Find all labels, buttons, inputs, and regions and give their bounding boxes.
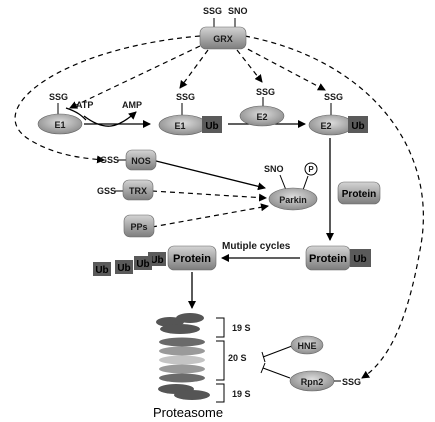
hne-label: HNE xyxy=(297,341,316,351)
ub-chain-4: Ub xyxy=(95,265,108,276)
polyub-protein-node: Protein Ub Ub Ub Ub xyxy=(93,245,217,276)
parkin-sno-label: SNO xyxy=(264,164,284,174)
e2ub-e2-label: E2 xyxy=(320,121,331,131)
protein-free-node: Protein xyxy=(337,181,381,205)
pps-to-parkin-arrow xyxy=(151,203,269,228)
grx-to-e1-arrow xyxy=(69,45,201,109)
proteasome-stack xyxy=(156,313,210,400)
e1-ub-node: SSG E1 Ub xyxy=(158,92,222,136)
e1ub-ub-label: Ub xyxy=(205,121,218,132)
amp-label: AMP xyxy=(122,100,142,110)
inhibition-lines xyxy=(260,345,293,379)
parkin-label: Parkin xyxy=(279,195,307,205)
hne-inhibits-20s xyxy=(262,345,293,358)
e1-node: SSG E1 xyxy=(37,92,83,135)
e2ub-ub-label: Ub xyxy=(351,121,364,132)
protein-free-label: Protein xyxy=(342,189,376,200)
atp-amp-arrow xyxy=(83,111,137,127)
label-19s-bottom: 19 S xyxy=(232,389,251,399)
polyub-protein-label: Protein xyxy=(173,253,211,265)
nos-to-parkin-arrow xyxy=(151,159,266,191)
protein-ub-node: Protein Ub xyxy=(305,245,371,271)
pps-label: PPs xyxy=(130,222,147,232)
proteasome-brackets xyxy=(216,317,225,403)
rpn2-node: Rpn2 SSG xyxy=(289,370,361,392)
e2-label: E2 xyxy=(256,112,267,122)
e1-ssg-label: SSG xyxy=(49,92,68,102)
grx-label: GRX xyxy=(213,34,233,44)
label-19s-top: 19 S xyxy=(232,323,251,333)
pps-node: PPs xyxy=(123,214,155,238)
phospho-label: P xyxy=(308,165,314,174)
parkin-node: SNO P Parkin xyxy=(264,162,318,211)
protein-ub-ub-label: Ub xyxy=(353,254,366,265)
trx-label: TRX xyxy=(129,186,147,196)
trx-gss-label: GSS xyxy=(97,186,116,196)
atp-curve xyxy=(65,107,87,121)
proteasome-caption: Proteasome xyxy=(153,405,223,420)
trx-node: GSS TRX xyxy=(97,179,154,201)
grx-to-rpn2-arrow xyxy=(244,35,424,379)
phospho-marker xyxy=(304,162,318,176)
e2-ub-node: SSG E2 Ub xyxy=(308,92,368,136)
ub-chain-1: Ub xyxy=(150,255,163,266)
atp-label: ATP xyxy=(76,100,93,110)
e2ub-ssg-label: SSG xyxy=(324,92,343,102)
grx-ssg-label: SSG xyxy=(203,6,222,16)
nos-label: NOS xyxy=(131,156,151,166)
grx-node: SSG SNO GRX xyxy=(199,6,248,50)
rpn2-ssg-label: SSG xyxy=(342,377,361,387)
grx-to-e2-arrow xyxy=(236,49,263,83)
e1-label: E1 xyxy=(54,120,65,130)
trx-to-parkin-arrow xyxy=(151,190,267,202)
e2-node: SSG E2 xyxy=(239,87,285,127)
protein-ub-label: Protein xyxy=(309,253,347,265)
ub-chain: Ub Ub Ub Ub xyxy=(93,252,166,276)
e2-ssg-label: SSG xyxy=(256,87,275,97)
rpn2-inhibits-20s xyxy=(262,367,291,379)
grx-to-e1ub-arrow xyxy=(179,49,209,89)
grx-to-nos-arrow xyxy=(14,35,201,164)
ub-chain-3: Ub xyxy=(117,263,130,274)
ub-chain-2: Ub xyxy=(136,259,149,270)
grx-sno-label: SNO xyxy=(228,6,248,16)
label-20s: 20 S xyxy=(228,353,247,363)
nos-gss-label: GSS xyxy=(100,155,119,165)
e1ub-ssg-label: SSG xyxy=(176,92,195,102)
nos-node: GSS NOS xyxy=(100,149,157,171)
solid-arrows xyxy=(65,107,334,309)
rpn2-label: Rpn2 xyxy=(301,377,324,387)
grx-dashed-arrows xyxy=(14,35,424,379)
multiple-cycles-label: Mutiple cycles xyxy=(222,241,291,252)
grx-to-e2ub-arrow xyxy=(239,44,326,91)
e1ub-e1-label: E1 xyxy=(174,121,185,131)
hne-node: HNE xyxy=(290,335,324,355)
